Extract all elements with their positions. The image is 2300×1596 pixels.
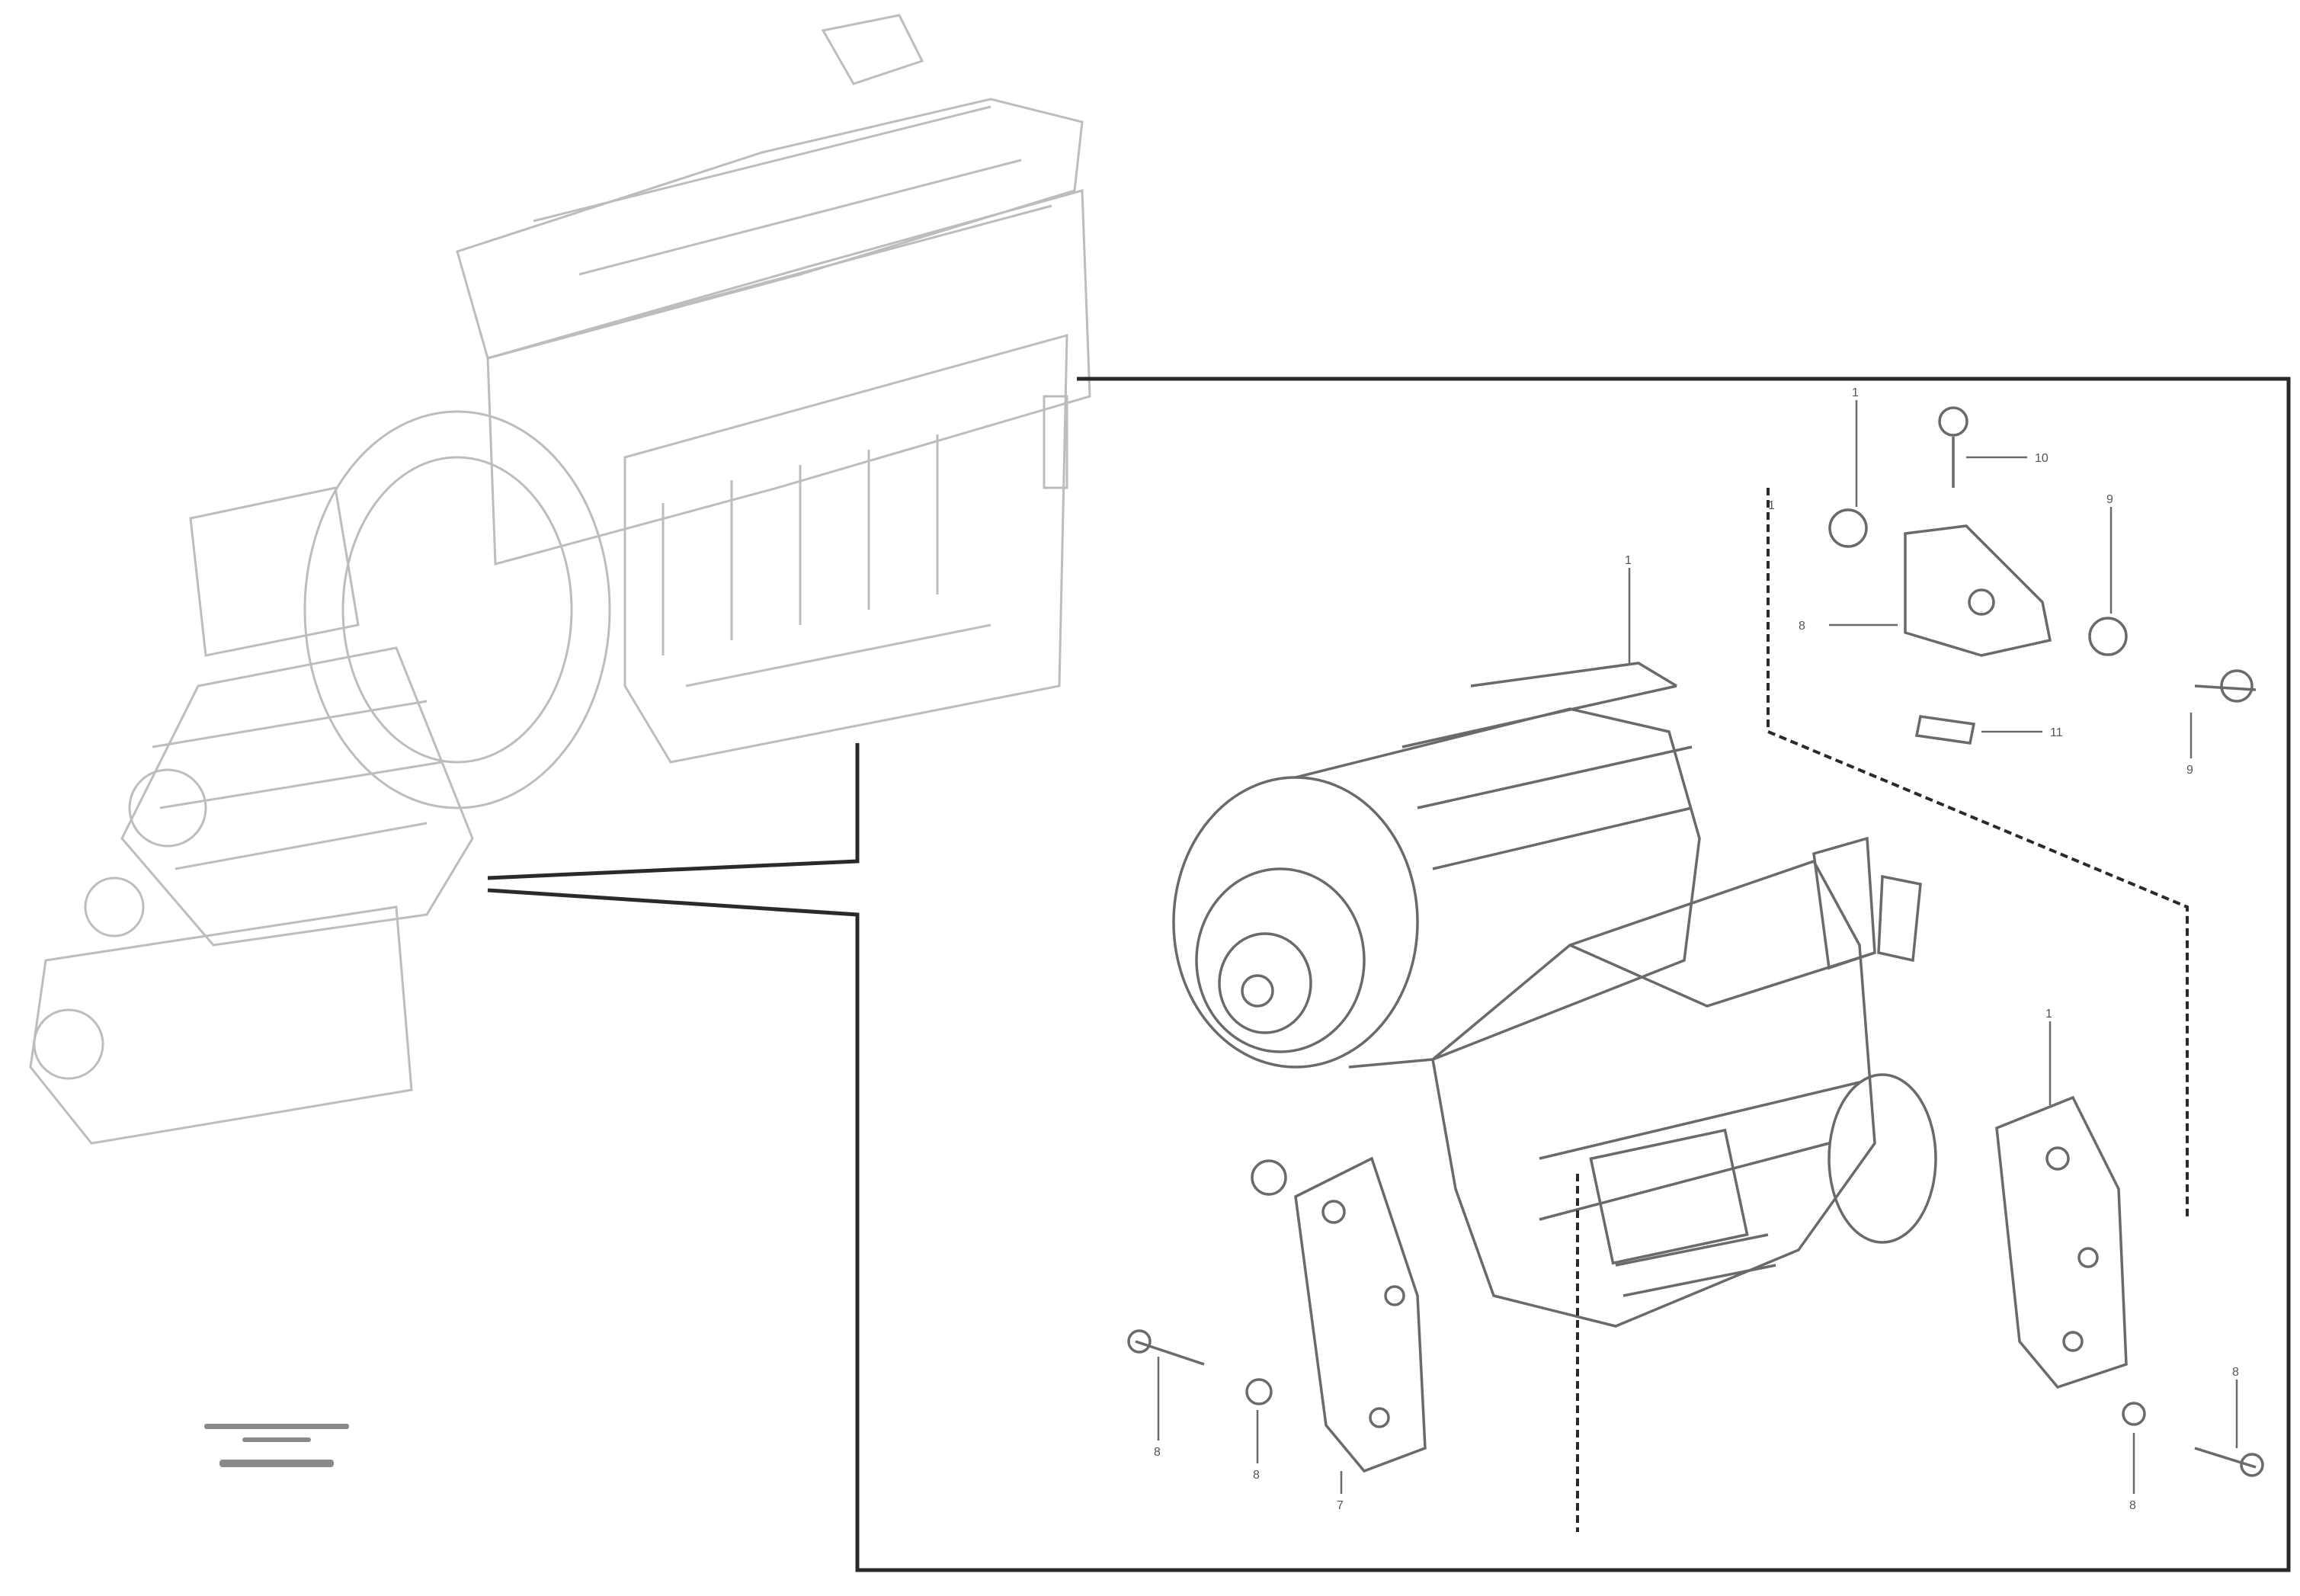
callout-leaders [1157,400,2238,1494]
callout-mount-bottom-right: 8 [2129,1499,2136,1512]
callout-nut-bottom: 11 [2050,726,2063,739]
callout-mount-bottom-left: 7 [1337,1499,1344,1512]
washer-top-left [1828,508,1868,548]
detail-frame [855,377,2291,1572]
callout-top-bolt: 1 [1852,386,1859,399]
callout-bracket-left: 8 [1799,620,1805,633]
callout-bolt-right: 9 [2186,764,2193,777]
mounting-hardware [1127,406,2264,1477]
mount-bottom-left [1294,1156,1427,1473]
callout-bolt-bottom-right: 8 [2232,1366,2239,1379]
callout-washer-right: 9 [2106,493,2113,506]
overview-leader [487,743,860,918]
callout-right-mount: 1 [2045,1008,2052,1021]
transmission-detail [1172,662,1937,1328]
mount-right [1995,1095,2128,1389]
upper-bracket [1904,524,2052,657]
assembly-lines [1576,488,2189,1532]
callout-washer-bottom-left: 8 [1253,1469,1260,1482]
callout-center-stud: 1 [1625,554,1632,567]
callout-labels: 1 1 10 9 8 9 11 1 1 8 8 7 8 8 [1154,386,2239,1512]
figure-caption [204,1424,349,1467]
engine-overview [29,14,1091,1145]
washer-right [2088,617,2128,656]
callout-bolt-top-center: 10 [2035,452,2049,465]
callout-bolt-bottom-left: 8 [1154,1446,1161,1459]
callout-washer-top-left: 1 [1768,499,1775,512]
